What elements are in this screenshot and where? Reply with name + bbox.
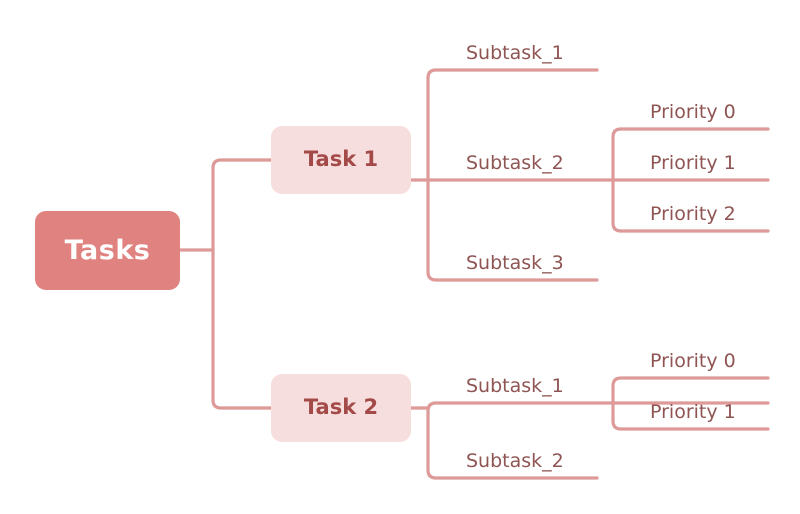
connector-group-root [178,158,273,410]
connector-group-task2-subtask1-priorities [611,376,770,431]
connector-priority-trunk-task1 [611,127,770,233]
node-box-task-1[interactable] [271,126,411,194]
connector-task1-trunk [426,68,599,282]
node-box-root[interactable] [35,211,180,290]
connector-priority-trunk-task2 [611,376,770,431]
connector-task2-trunk [426,401,770,480]
connector-group-task2 [409,401,770,480]
connector-group-task1 [409,68,770,282]
node-box-task-2[interactable] [271,374,411,442]
connector-group-task1-subtask2-priorities [611,127,770,233]
connector-root-trunk [211,158,273,410]
